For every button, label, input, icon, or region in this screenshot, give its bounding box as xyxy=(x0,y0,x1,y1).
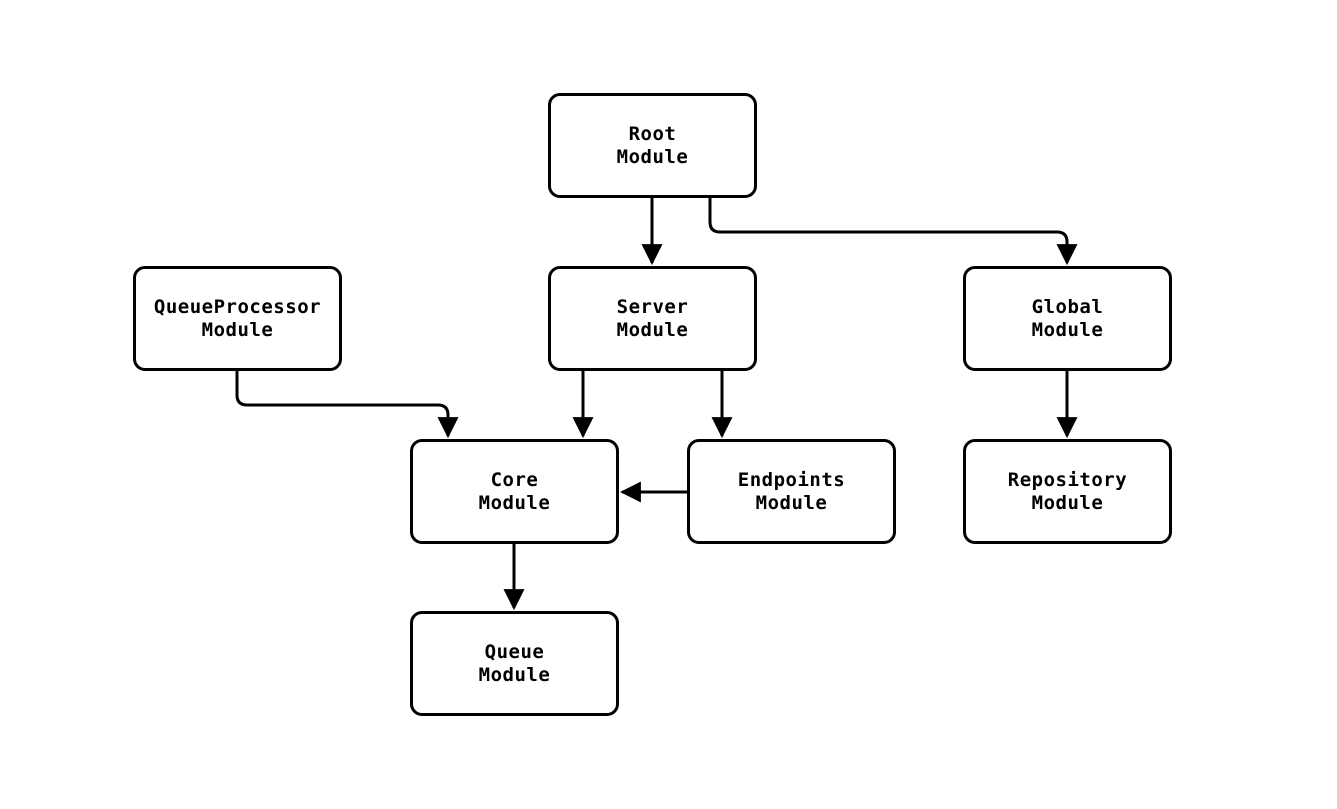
node-label: QueueProcessor Module xyxy=(153,295,322,341)
node-label: Core Module xyxy=(478,468,551,514)
node-label: Endpoints Module xyxy=(737,468,846,514)
node-root: Root Module xyxy=(548,93,757,198)
node-label: Global Module xyxy=(1031,295,1104,341)
node-queueprocessor: QueueProcessor Module xyxy=(133,266,342,371)
edge-root-to-global xyxy=(708,198,1078,266)
node-label: Server Module xyxy=(616,295,689,341)
node-queue: Queue Module xyxy=(410,611,619,716)
node-global: Global Module xyxy=(963,266,1172,371)
node-label: Root Module xyxy=(616,122,689,168)
node-label: Repository Module xyxy=(1007,468,1128,514)
edge-queueprocessor-to-core xyxy=(235,371,459,439)
node-endpoints: Endpoints Module xyxy=(687,439,896,544)
node-label: Queue Module xyxy=(478,640,551,686)
node-core: Core Module xyxy=(410,439,619,544)
node-server: Server Module xyxy=(548,266,757,371)
node-repository: Repository Module xyxy=(963,439,1172,544)
